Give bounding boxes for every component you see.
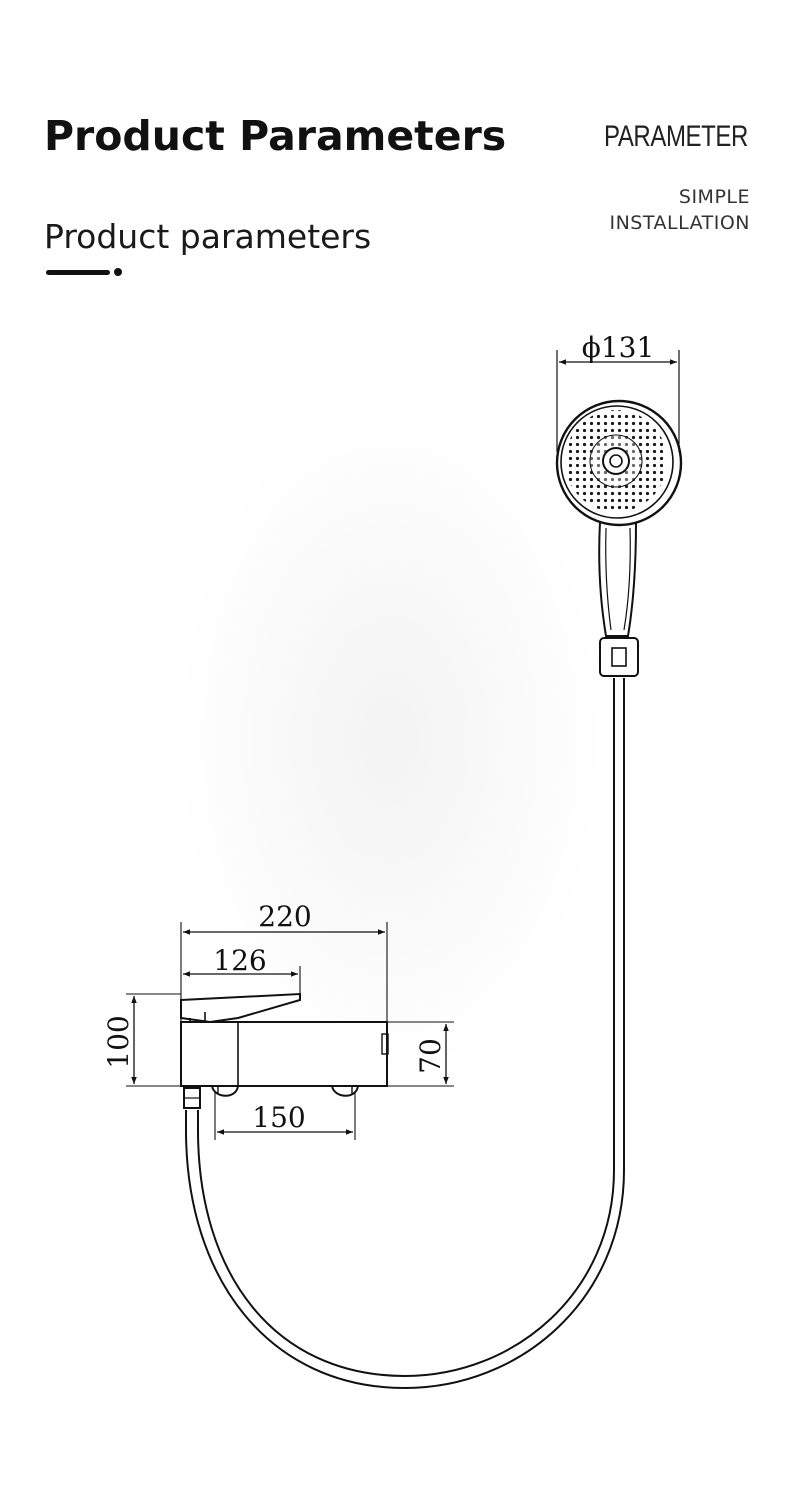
shower-head-face — [560, 405, 674, 519]
dim-label-126: 126 — [213, 944, 266, 977]
tag-sub-line-1: SIMPLE — [678, 186, 750, 208]
shower-handle-inner — [605, 527, 612, 631]
hose-loop-outer — [185, 1110, 625, 1390]
holder-clip — [611, 647, 627, 667]
section-subtitle: Product parameters — [44, 217, 372, 256]
mixer-lever-neck — [189, 1012, 206, 1022]
dim-label-100: 100 — [102, 1015, 135, 1068]
parameter-tag: PARAMETER — [604, 120, 748, 153]
shower-hose — [185, 1110, 625, 1390]
dimension-lines — [126, 922, 454, 1140]
title-accent-bar — [46, 270, 110, 275]
title-accent-dot — [114, 268, 122, 276]
page-title: Product Parameters — [44, 112, 507, 160]
left-inlet-fitting — [211, 1085, 239, 1097]
hand-shower — [555, 350, 683, 1170]
dim-label-220: 220 — [258, 900, 311, 933]
mixer-body — [180, 992, 389, 1109]
mixer-right-cap — [381, 1033, 389, 1055]
hose-loop-inner — [197, 1110, 615, 1378]
dim-label-70: 70 — [414, 1038, 447, 1074]
center-button-inner — [609, 454, 623, 468]
background-glow — [175, 400, 605, 1080]
shower-handle-inner-2 — [623, 527, 631, 631]
shower-handle — [598, 521, 637, 637]
right-inlet-fitting — [331, 1085, 359, 1097]
shower-head-outer-ring — [555, 399, 683, 527]
mixer-main-body — [180, 1021, 388, 1087]
dim-label-head-diameter: ϕ131 — [582, 331, 655, 364]
tag-sub-line-2: INSTALLATION — [609, 212, 750, 234]
dim-label-150: 150 — [252, 1101, 305, 1134]
installation-tag: SIMPLE INSTALLATION — [609, 184, 750, 236]
